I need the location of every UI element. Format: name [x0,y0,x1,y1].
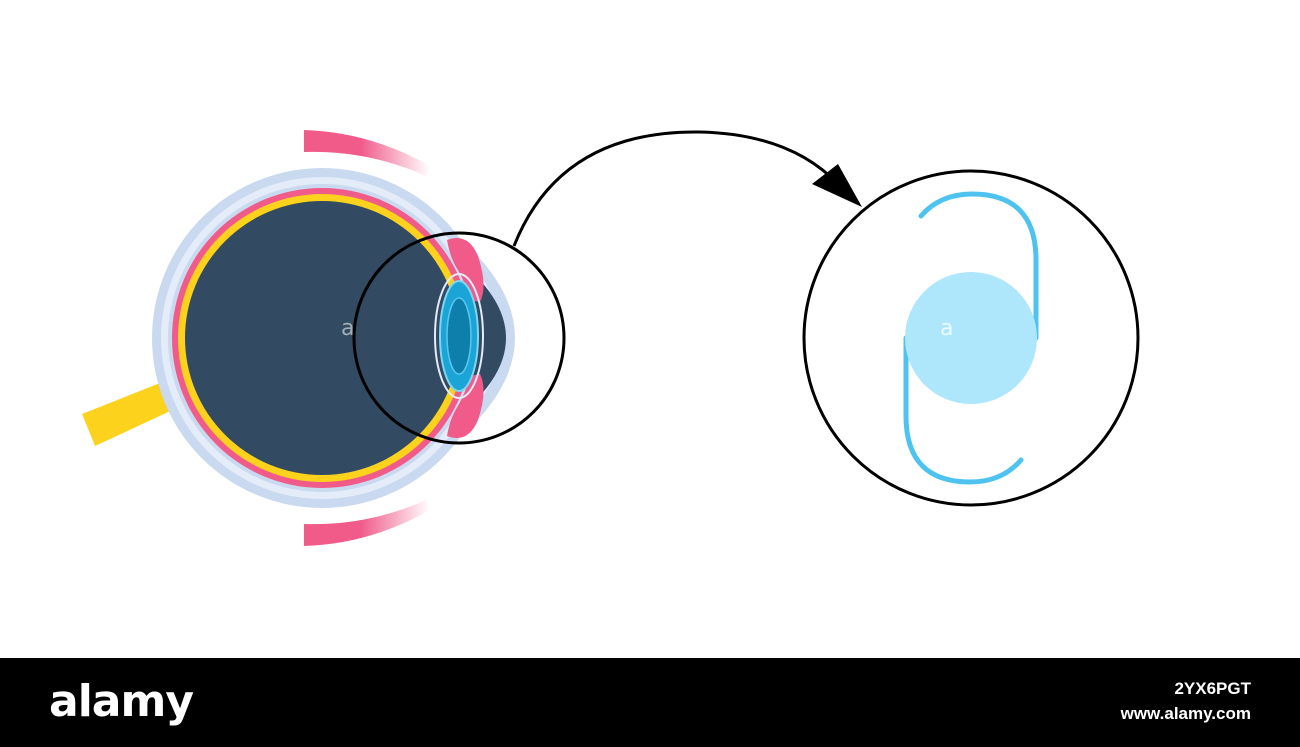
cornea [462,248,515,428]
image-id-label: 2YX6PGT [1174,679,1251,698]
iol-haptic-top [918,191,1039,341]
ciliary-body-bottom [447,374,484,438]
ciliary-body-top [447,238,484,302]
eye-lens-replacement-diagram: a a [82,130,1140,546]
muscle-bottom [304,500,430,546]
watermark-glyph-right: a [940,316,953,341]
transition-arrow [512,130,840,247]
eye-interior [185,201,459,475]
brand-logo: alamy [49,676,194,727]
iol-optic [905,272,1037,404]
arrow-head [812,164,862,207]
magnifier-circle [352,231,566,445]
iol-haptic-bottom [903,335,1024,485]
natural-lens [434,273,484,399]
stock-footer-bar: alamy 2YX6PGT www.alamy.com [0,658,1300,747]
watermark-glyph-left: a [341,316,354,341]
muscle-top [304,130,430,176]
site-url-label: www.alamy.com [1120,704,1251,723]
